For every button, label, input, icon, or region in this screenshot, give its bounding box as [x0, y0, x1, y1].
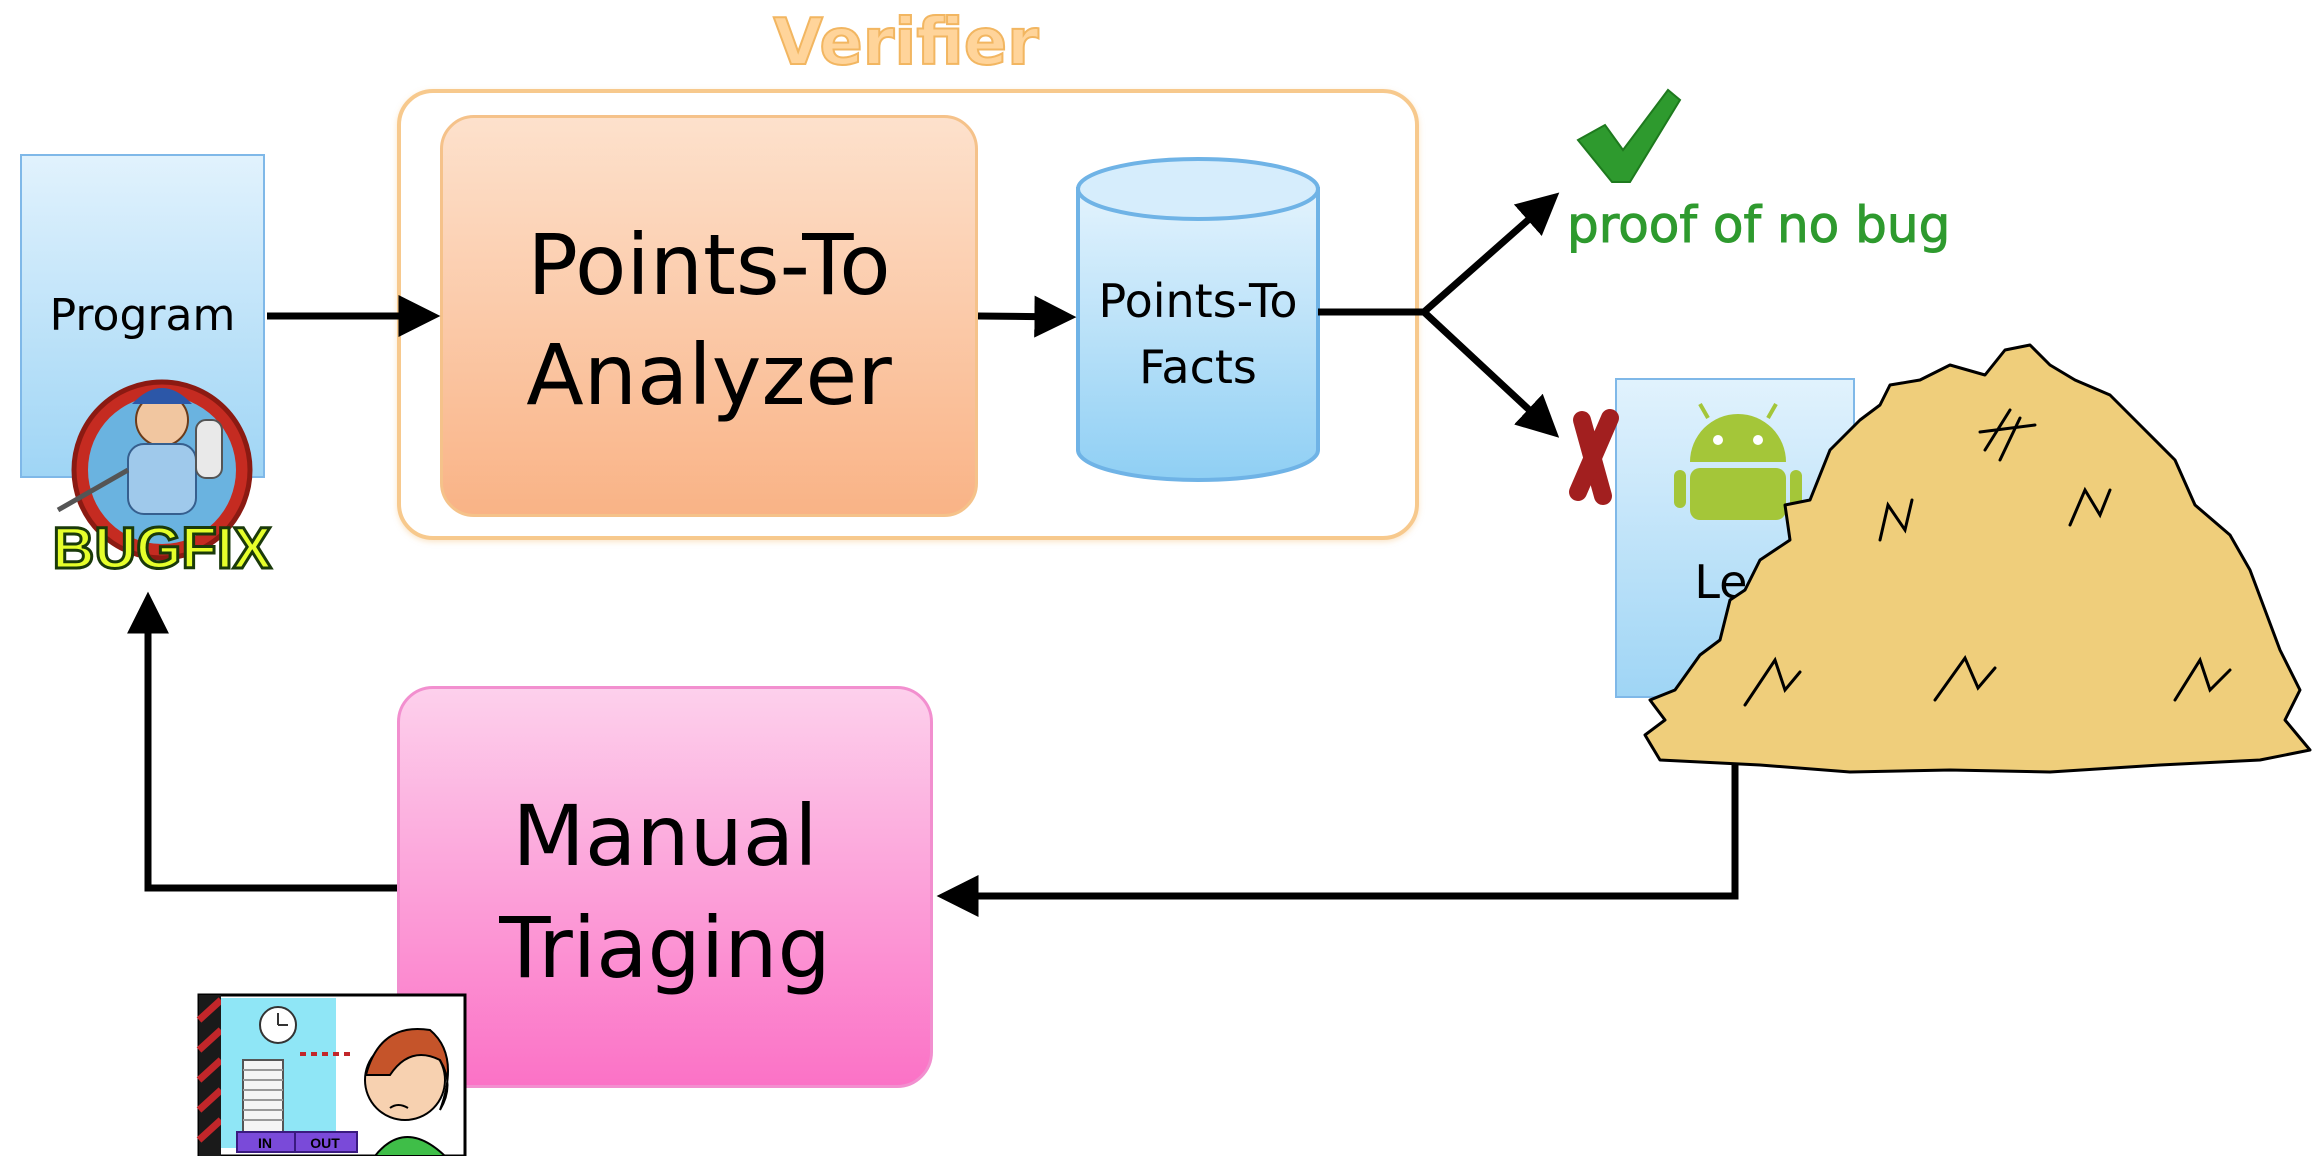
arrow-analyzer-to-facts	[977, 295, 1077, 338]
manual-triaging-line2: Triaging	[499, 899, 831, 997]
points-to-facts-label: Points-To Facts	[1078, 268, 1318, 400]
manual-triaging-label: Manual Triaging	[397, 780, 933, 1004]
arrow-alarms-to-triage	[936, 740, 1739, 917]
proof-of-no-bug-label: proof of no bug	[1566, 196, 1951, 255]
points-to-facts-database	[1076, 157, 1320, 482]
haystack-icon	[1643, 343, 2312, 774]
program-label: Program	[49, 290, 236, 341]
check-mark-icon	[1576, 88, 1682, 183]
bugfix-logo-text: BUGFIX	[52, 516, 271, 581]
points-to-analyzer-line1: Points-To	[527, 216, 891, 314]
manual-triaging-line1: Manual	[512, 787, 818, 885]
arrow-to-proof	[1421, 192, 1560, 315]
triage-out-label: OUT	[310, 1135, 340, 1151]
points-to-analyzer-label: Points-To Analyzer	[440, 210, 978, 430]
arrow-to-alarms	[1421, 309, 1560, 438]
triage-illustration: IN OUT	[196, 993, 467, 1156]
points-to-analyzer-box	[440, 115, 978, 517]
arrow-triage-to-program	[127, 591, 397, 892]
bugfix-logo: BUGFIX	[51, 379, 273, 583]
cross-mark-icon	[1569, 409, 1619, 505]
points-to-facts-line1: Points-To	[1098, 274, 1298, 328]
verifier-title: Verifier	[772, 5, 1039, 81]
android-icon	[1674, 403, 1802, 520]
points-to-analyzer-line2: Analyzer	[526, 326, 892, 424]
triage-in-label: IN	[258, 1135, 272, 1151]
points-to-facts-line2: Facts	[1139, 340, 1257, 394]
manual-triaging-box	[397, 686, 933, 1088]
